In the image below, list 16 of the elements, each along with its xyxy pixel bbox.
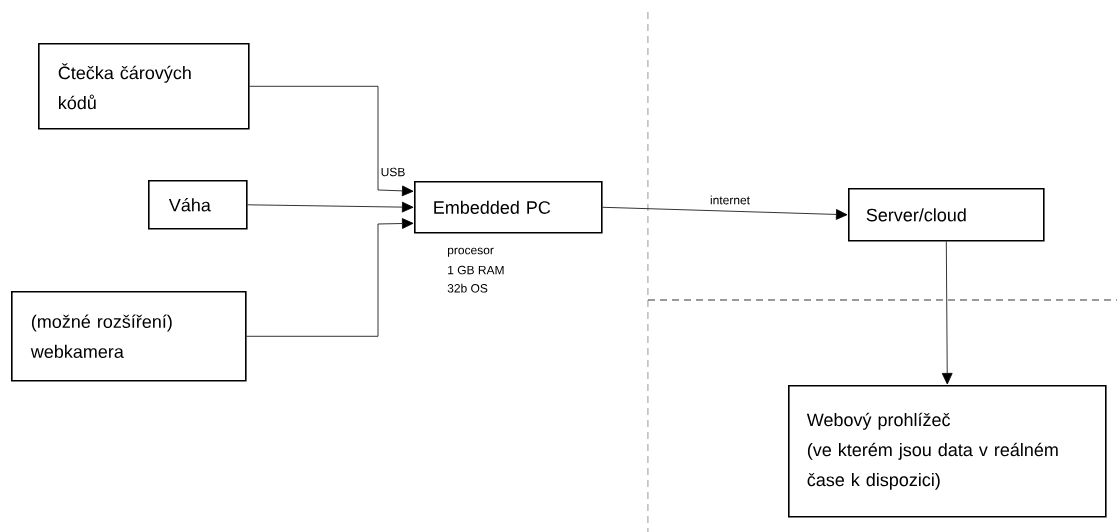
block-box: Server/cloud [848,188,1045,242]
block-box: (možné rozšíření) webkamera [11,291,247,382]
edge-label: internet [709,194,751,206]
arrow [602,206,848,220]
block-box: Čtečka čárových kódů [38,43,250,130]
spec-note: procesor [448,247,494,257]
arrow [941,241,953,385]
block-box: Váha [148,180,248,230]
arrow [249,85,414,197]
block-box: Embedded PC [414,181,603,234]
edge-label: USB [379,166,407,178]
spec-note: 32b OS [447,283,488,293]
spec-note: 1 GB RAM [448,265,504,275]
arrow [247,201,414,213]
block-box: Webový prohlížeč (ve kterém jsou data v reálném čase k dispozici) [788,385,1107,518]
arrow [246,218,414,337]
